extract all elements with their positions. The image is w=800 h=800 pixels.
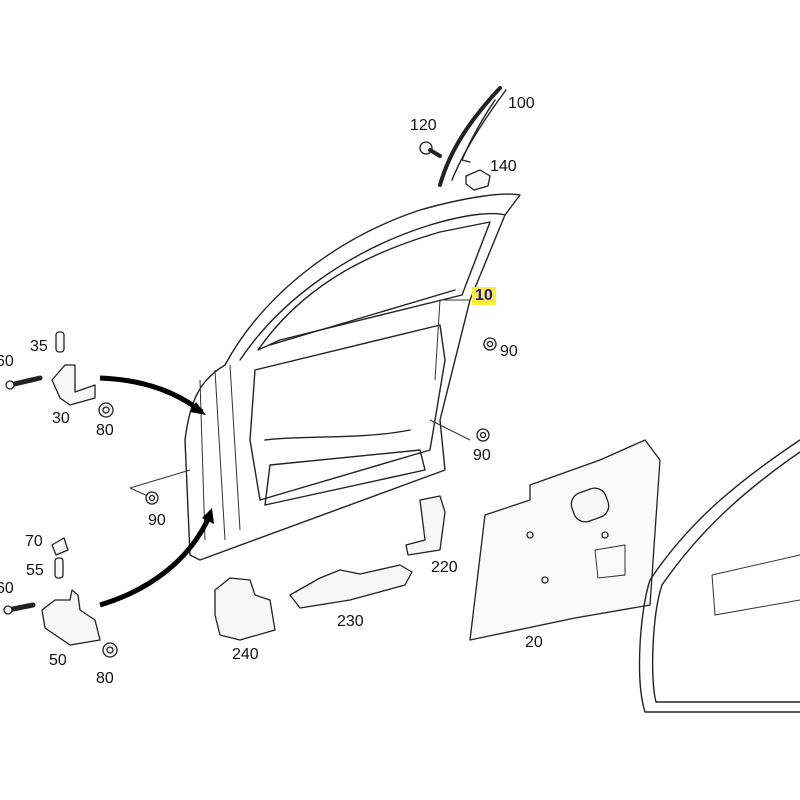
callout-60: 60 bbox=[0, 580, 14, 597]
grommets bbox=[145, 337, 497, 505]
window-channel-strip bbox=[438, 86, 507, 187]
callout-10-highlighted: 10 bbox=[472, 287, 496, 305]
callout-30: 30 bbox=[52, 410, 70, 427]
callout-220: 220 bbox=[431, 559, 458, 576]
support-bracket-part bbox=[214, 577, 276, 641]
callout-20: 20 bbox=[525, 634, 543, 651]
callout-90: 90 bbox=[473, 447, 491, 464]
callout-100: 100 bbox=[508, 95, 535, 112]
callout-80: 80 bbox=[96, 670, 114, 687]
screw-icon bbox=[419, 141, 442, 158]
callout-60: 60 bbox=[0, 353, 14, 370]
arrow-upper-hinge bbox=[99, 375, 204, 414]
callout-230: 230 bbox=[337, 613, 364, 630]
callout-55: 55 bbox=[26, 562, 44, 579]
lower-hinge bbox=[3, 537, 118, 658]
arrow-lower-hinge bbox=[99, 513, 213, 608]
clip-part bbox=[465, 169, 491, 191]
guide-rail-part bbox=[289, 564, 413, 609]
window-glass bbox=[638, 439, 800, 713]
callout-120: 120 bbox=[410, 117, 437, 134]
callout-90: 90 bbox=[500, 343, 518, 360]
callout-35: 35 bbox=[30, 338, 48, 355]
callout-70: 70 bbox=[25, 533, 43, 550]
callout-80: 80 bbox=[96, 422, 114, 439]
callout-140: 140 bbox=[490, 158, 517, 175]
callout-50: 50 bbox=[49, 652, 67, 669]
upper-hinge bbox=[5, 331, 114, 418]
callout-240: 240 bbox=[232, 646, 259, 663]
insulation-panel bbox=[469, 439, 661, 641]
bracket-part bbox=[405, 495, 446, 556]
callout-90: 90 bbox=[148, 512, 166, 529]
door-shell bbox=[184, 193, 521, 561]
